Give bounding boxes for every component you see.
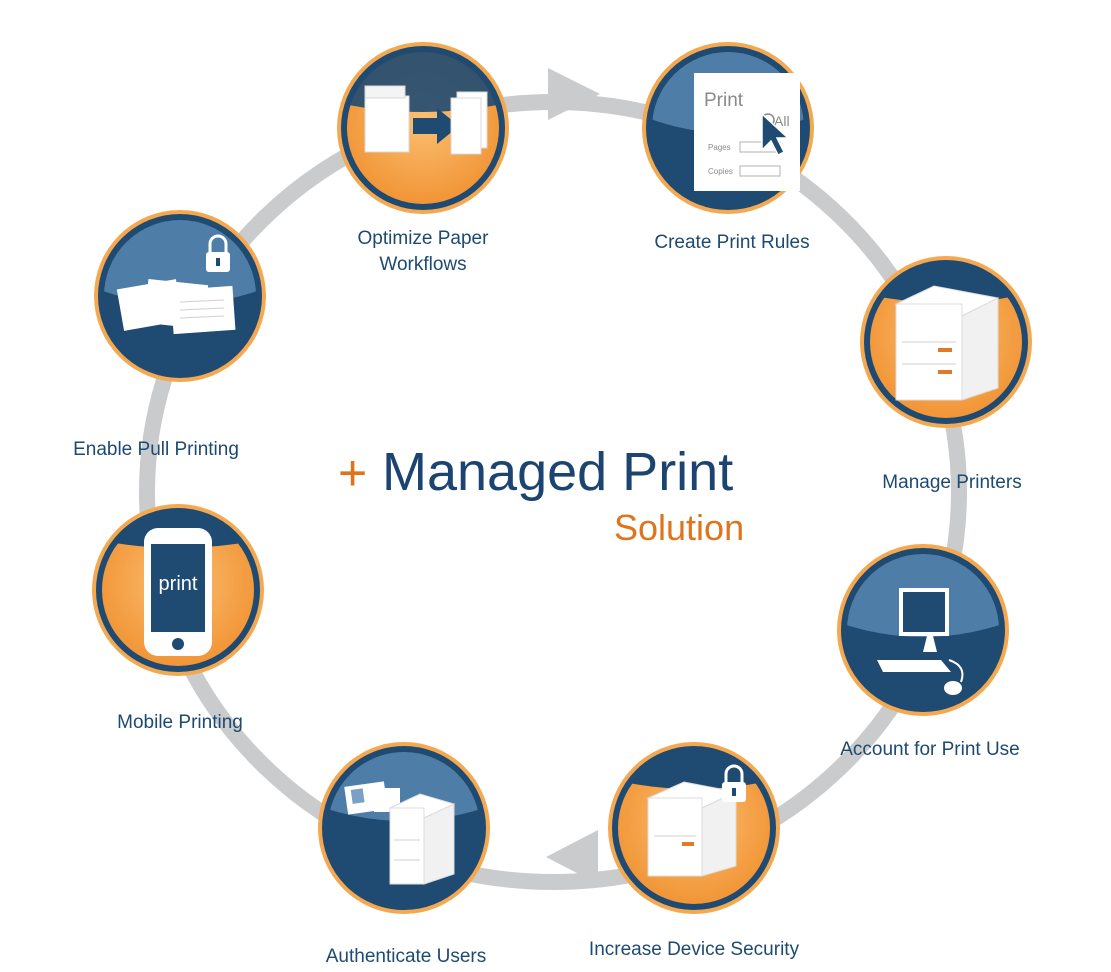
- phone-print-text: print: [159, 573, 198, 595]
- arrow-left-icon: [546, 830, 598, 884]
- node-label-optimize: Optimize Paper: [358, 228, 490, 249]
- center-plus-sign: +: [338, 445, 367, 501]
- dialog-copies-text: Copies: [708, 167, 733, 176]
- node-authenticate-users: [318, 742, 490, 914]
- printer-to-paper-icon: [364, 85, 488, 155]
- center-subtitle: Solution: [614, 507, 744, 548]
- node-label-manage: Manage Printers: [882, 472, 1021, 493]
- print-dialog-icon: Print All Pages Copies: [694, 73, 800, 191]
- center-title: Managed Print: [382, 442, 733, 502]
- node-account-print-use: [837, 544, 1009, 716]
- node-increase-device-security: [608, 742, 780, 914]
- node-label-account: Account for Print Use: [840, 739, 1020, 760]
- node-label-mobile: Mobile Printing: [117, 712, 243, 733]
- printer-icon: [894, 285, 1000, 401]
- node-label-optimize-2: Workflows: [379, 254, 466, 275]
- arrow-right-icon: [548, 68, 600, 120]
- node-enable-pull-printing: [94, 210, 266, 382]
- node-manage-printers: [860, 256, 1032, 428]
- smartphone-icon: print: [144, 528, 212, 656]
- node-label-security: Increase Device Security: [589, 939, 800, 960]
- node-create-print-rules: Print All Pages Copies: [642, 42, 814, 214]
- node-label-pull: Enable Pull Printing: [73, 439, 239, 460]
- node-mobile-printing: print: [92, 504, 264, 676]
- node-label-rules: Create Print Rules: [654, 232, 809, 253]
- dialog-title-text: Print: [704, 90, 744, 111]
- dialog-pages-text: Pages: [708, 143, 731, 152]
- locked-printer-icon: [646, 764, 746, 877]
- computer-icon: [877, 588, 964, 695]
- locked-documents-icon: [116, 234, 236, 335]
- node-label-auth: Authenticate Users: [326, 946, 487, 967]
- node-optimize-paper-workflows: [337, 42, 509, 214]
- dialog-all-text: All: [774, 113, 790, 129]
- id-card-printer-icon: [344, 781, 456, 885]
